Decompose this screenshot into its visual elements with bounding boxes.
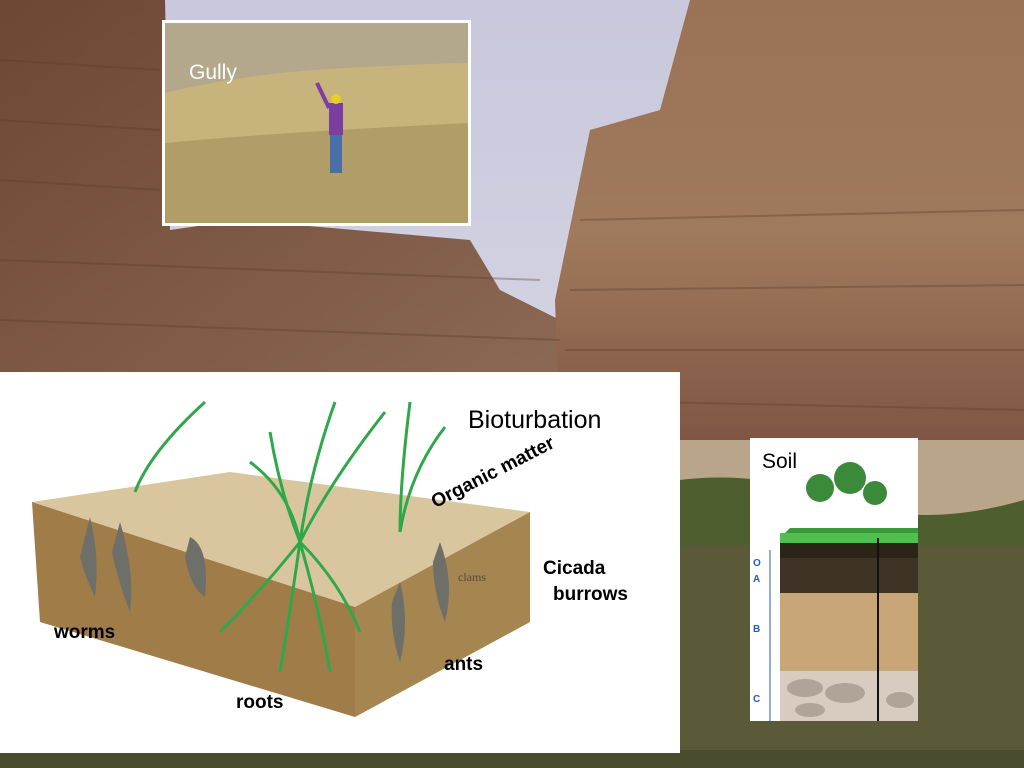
horizon-b-label: B <box>753 624 761 635</box>
horizon-c-label: C <box>753 694 761 705</box>
label-worms: worms <box>54 622 116 643</box>
gully-photo: Gully <box>162 20 471 226</box>
horizon-a-label: A <box>753 574 761 585</box>
bioturbation-diagram: Bioturbation Organic matter Cicada burro… <box>0 372 680 753</box>
soil-title: Soil <box>762 450 798 473</box>
label-clams: clams <box>458 570 486 584</box>
label-roots: roots <box>236 692 284 713</box>
horizon-o-label: O <box>753 558 761 569</box>
gully-photo-image <box>165 23 468 223</box>
soil-profile-diagram: Soil O A B C <box>750 438 918 721</box>
soil-block-illustration <box>32 400 530 717</box>
soil-profile-illustration <box>769 462 918 721</box>
label-ants: ants <box>444 654 484 675</box>
bioturbation-title: Bioturbation <box>468 406 602 434</box>
label-cicada: Cicada <box>543 558 606 579</box>
gully-title: Gully <box>189 61 237 84</box>
label-burrows: burrows <box>553 584 628 605</box>
